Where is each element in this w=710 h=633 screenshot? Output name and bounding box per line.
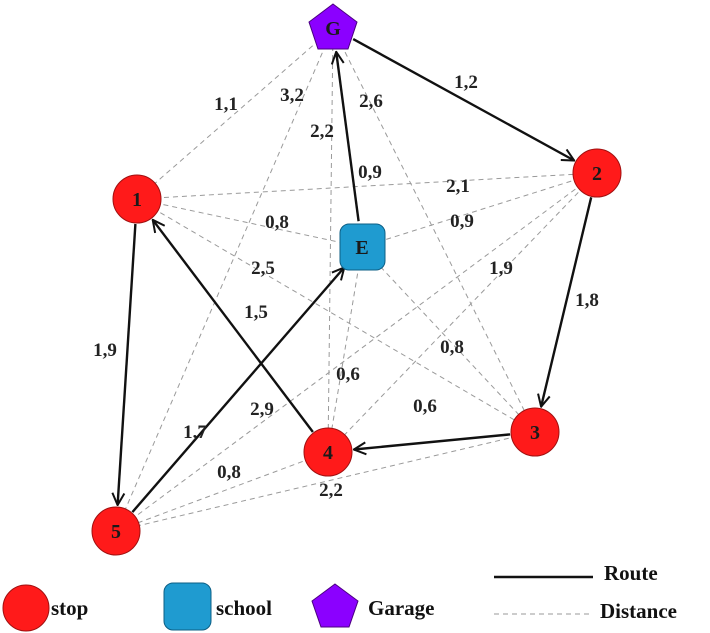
edge-label-2-4: 1,9 <box>489 258 513 279</box>
edge-label-g-2: 1,2 <box>454 72 478 93</box>
edge-label-1-e: 0,8 <box>265 212 289 233</box>
route-edges <box>118 38 593 513</box>
node-4: 4 <box>303 427 353 477</box>
edge-labels: 1,1 3,2 2,2 2,6 2,1 0,8 0,9 2,5 1,9 2,9 0,8 0,6 0,8 2… <box>93 72 599 501</box>
edge-label-g-1: 1,1 <box>214 94 238 115</box>
distance-edge-g-1 <box>136 27 334 200</box>
node-label-e: E <box>355 237 368 259</box>
node-2: 2 <box>572 148 622 198</box>
distance-edge-g-4 <box>327 27 334 453</box>
edge-label-4-1: 1,5 <box>244 302 268 323</box>
nodes: G 1 2 3 4 5 E <box>91 3 622 556</box>
route-edge-e-g <box>336 52 360 222</box>
stop-node-shape <box>510 407 560 457</box>
legend-garage-icon <box>311 583 359 628</box>
distance-edge-2-5 <box>115 172 598 532</box>
distance-edge-e-3 <box>361 246 536 433</box>
school-node-shape <box>339 223 386 271</box>
node-e: E <box>339 223 386 271</box>
legend-stop-icon <box>2 584 50 632</box>
node-label-4: 4 <box>323 442 333 464</box>
legend-school-label: school <box>216 596 272 620</box>
legend-route-label: Route <box>604 561 658 585</box>
node-label-1: 1 <box>132 189 142 211</box>
edge-label-2-e: 0,9 <box>450 211 474 232</box>
edge-label-2-5: 2,9 <box>250 399 274 420</box>
legend-school-icon <box>163 582 212 631</box>
legend: stop school Garage Route Distance <box>2 561 677 632</box>
route-edge-2-3 <box>541 197 593 406</box>
edge-label-g-5: 3,2 <box>280 85 304 106</box>
node-3: 3 <box>510 407 560 457</box>
edge-label-2-3: 1,8 <box>575 290 599 311</box>
edge-label-3-5: 2,2 <box>319 480 343 501</box>
node-g: G <box>308 3 358 50</box>
route-edge-5-e <box>131 267 344 513</box>
stop-node-shape <box>572 148 622 198</box>
node-5: 5 <box>91 506 141 556</box>
edge-label-e-4: 0,6 <box>336 364 360 385</box>
route-edge-g-2 <box>352 38 574 160</box>
legend-garage-label: Garage <box>368 596 434 620</box>
edge-label-g-3: 2,6 <box>359 91 383 112</box>
distance-edge-1-3 <box>136 198 536 433</box>
distance-edges <box>115 27 598 532</box>
stop-node-shape <box>303 427 353 477</box>
node-label-3: 3 <box>530 422 540 444</box>
route-edge-4-1 <box>153 220 314 433</box>
node-label-g: G <box>325 18 341 40</box>
distance-edge-g-3 <box>332 27 536 433</box>
distance-edge-2-e <box>361 172 598 248</box>
edge-label-4-5: 0,8 <box>217 462 241 483</box>
edge-label-1-5: 1,9 <box>93 340 117 361</box>
edge-label-3-4: 0,6 <box>413 396 437 417</box>
edge-label-e-3: 0,8 <box>440 337 464 358</box>
legend-distance-label: Distance <box>600 599 677 623</box>
edge-label-1-3: 2,5 <box>251 258 275 279</box>
edge-label-1-2: 2,1 <box>446 176 470 197</box>
node-label-2: 2 <box>592 163 602 185</box>
stop-node-shape <box>91 506 141 556</box>
distance-edge-4-5 <box>115 451 329 532</box>
edge-label-e-g: 0,9 <box>358 162 382 183</box>
route-edge-3-4 <box>354 433 511 449</box>
distance-edge-2-4 <box>327 172 598 453</box>
edge-label-5-e: 1,7 <box>183 422 207 443</box>
garage-node-shape <box>308 3 358 50</box>
node-label-5: 5 <box>111 521 121 543</box>
route-edge-1-5 <box>118 223 137 505</box>
distance-edge-1-2 <box>136 172 598 200</box>
distance-edge-1-e <box>136 198 363 248</box>
node-1: 1 <box>112 174 162 224</box>
legend-stop-label: stop <box>51 596 88 620</box>
distance-edge-g-5 <box>115 27 334 532</box>
stop-node-shape <box>112 174 162 224</box>
distance-edge-e-4 <box>327 246 363 453</box>
edge-label-g-4: 2,2 <box>310 121 334 142</box>
